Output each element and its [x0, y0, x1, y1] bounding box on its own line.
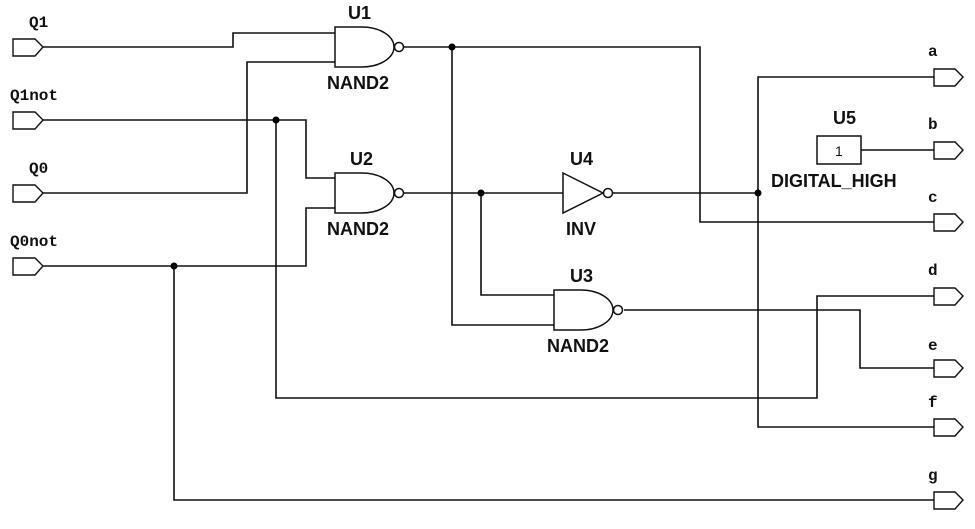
input-port-label: Q1not: [10, 87, 58, 105]
wire-q0[interactable]: [43, 61, 335, 194]
junction-dot: [448, 43, 456, 51]
wire-u4-out-to-a-f[interactable]: [757, 76, 934, 428]
gate-refdes: U1: [348, 3, 371, 23]
output-port-icon: [933, 287, 964, 306]
wire-u1-out-to-u3[interactable]: [451, 47, 554, 326]
nand-gate-icon: [334, 172, 395, 214]
source-value: 1: [835, 143, 843, 159]
input-port-q1[interactable]: Q1: [12, 14, 48, 57]
gate-refdes: U2: [350, 149, 373, 169]
output-port-label: g: [928, 467, 938, 485]
wire-q0not-to-g[interactable]: [173, 266, 934, 501]
output-port-label: a: [928, 43, 938, 61]
wire-q1[interactable]: [43, 32, 335, 48]
input-port-icon: [12, 184, 44, 203]
gate-u3[interactable]: U3 NAND2: [547, 266, 624, 356]
output-port-label: b: [928, 116, 938, 134]
wire-q0not[interactable]: [43, 207, 335, 267]
output-port-g[interactable]: g: [928, 467, 964, 510]
output-port-label: e: [928, 337, 938, 355]
output-port-icon: [933, 213, 964, 232]
junction-dot: [272, 116, 280, 124]
wire-u1-out-to-c[interactable]: [404, 46, 934, 223]
gate-u4[interactable]: U4 INV: [562, 149, 614, 239]
wire-q1not-to-d[interactable]: [275, 120, 934, 399]
wire-u3-out-to-e[interactable]: [624, 309, 934, 369]
output-port-label: c: [928, 189, 938, 207]
gate-refdes: U3: [570, 266, 593, 286]
inversion-bubble-icon: [393, 187, 405, 199]
junction-dot: [754, 189, 762, 197]
output-port-label: f: [928, 394, 938, 412]
input-port-label: Q0not: [10, 233, 58, 251]
gate-refdes: U4: [570, 149, 593, 169]
junction-dot: [477, 189, 485, 197]
input-port-q1not[interactable]: Q1not: [10, 87, 58, 130]
inversion-bubble-icon: [612, 304, 624, 316]
output-port-c[interactable]: c: [928, 189, 964, 232]
gate-type: NAND2: [547, 336, 609, 356]
nand-gate-icon: [334, 26, 395, 68]
input-port-icon: [12, 257, 44, 276]
source-u5[interactable]: 1 U5 DIGITAL_HIGH: [771, 108, 897, 191]
output-port-label: d: [928, 262, 938, 280]
gate-type: NAND2: [327, 73, 389, 93]
source-refdes: U5: [833, 108, 856, 128]
output-port-icon: [933, 418, 964, 437]
output-port-d[interactable]: d: [928, 262, 964, 306]
junction-dot: [170, 262, 178, 270]
output-port-e[interactable]: e: [928, 337, 964, 378]
input-port-q0[interactable]: Q0: [12, 160, 48, 203]
inversion-bubble-icon: [393, 41, 405, 53]
output-port-icon: [933, 68, 964, 87]
input-port-q0not[interactable]: Q0not: [10, 233, 58, 276]
output-port-icon: [933, 359, 964, 378]
output-port-icon: [933, 491, 964, 510]
digital-high-box: [816, 135, 862, 165]
nand-gate-icon: [553, 289, 614, 331]
wire-q1not[interactable]: [43, 119, 335, 179]
input-port-label: Q1: [29, 14, 48, 32]
gate-type: INV: [566, 219, 596, 239]
junctions: [170, 43, 762, 270]
input-port-icon: [12, 111, 44, 130]
wire-u2-out-to-u3[interactable]: [480, 193, 554, 296]
output-port-icon: [933, 141, 964, 160]
input-port-icon: [12, 38, 44, 57]
gate-type: NAND2: [327, 219, 389, 239]
output-port-f[interactable]: f: [928, 394, 964, 437]
input-port-label: Q0: [29, 160, 48, 178]
output-port-b[interactable]: b: [928, 116, 964, 160]
gate-u1[interactable]: U1 NAND2: [327, 3, 405, 93]
gate-u2[interactable]: U2 NAND2: [327, 149, 405, 239]
output-port-a[interactable]: a: [928, 43, 964, 87]
inverter-icon: [562, 171, 605, 215]
wires: [43, 32, 934, 501]
inversion-bubble-icon: [602, 187, 614, 199]
source-type: DIGITAL_HIGH: [771, 171, 897, 191]
